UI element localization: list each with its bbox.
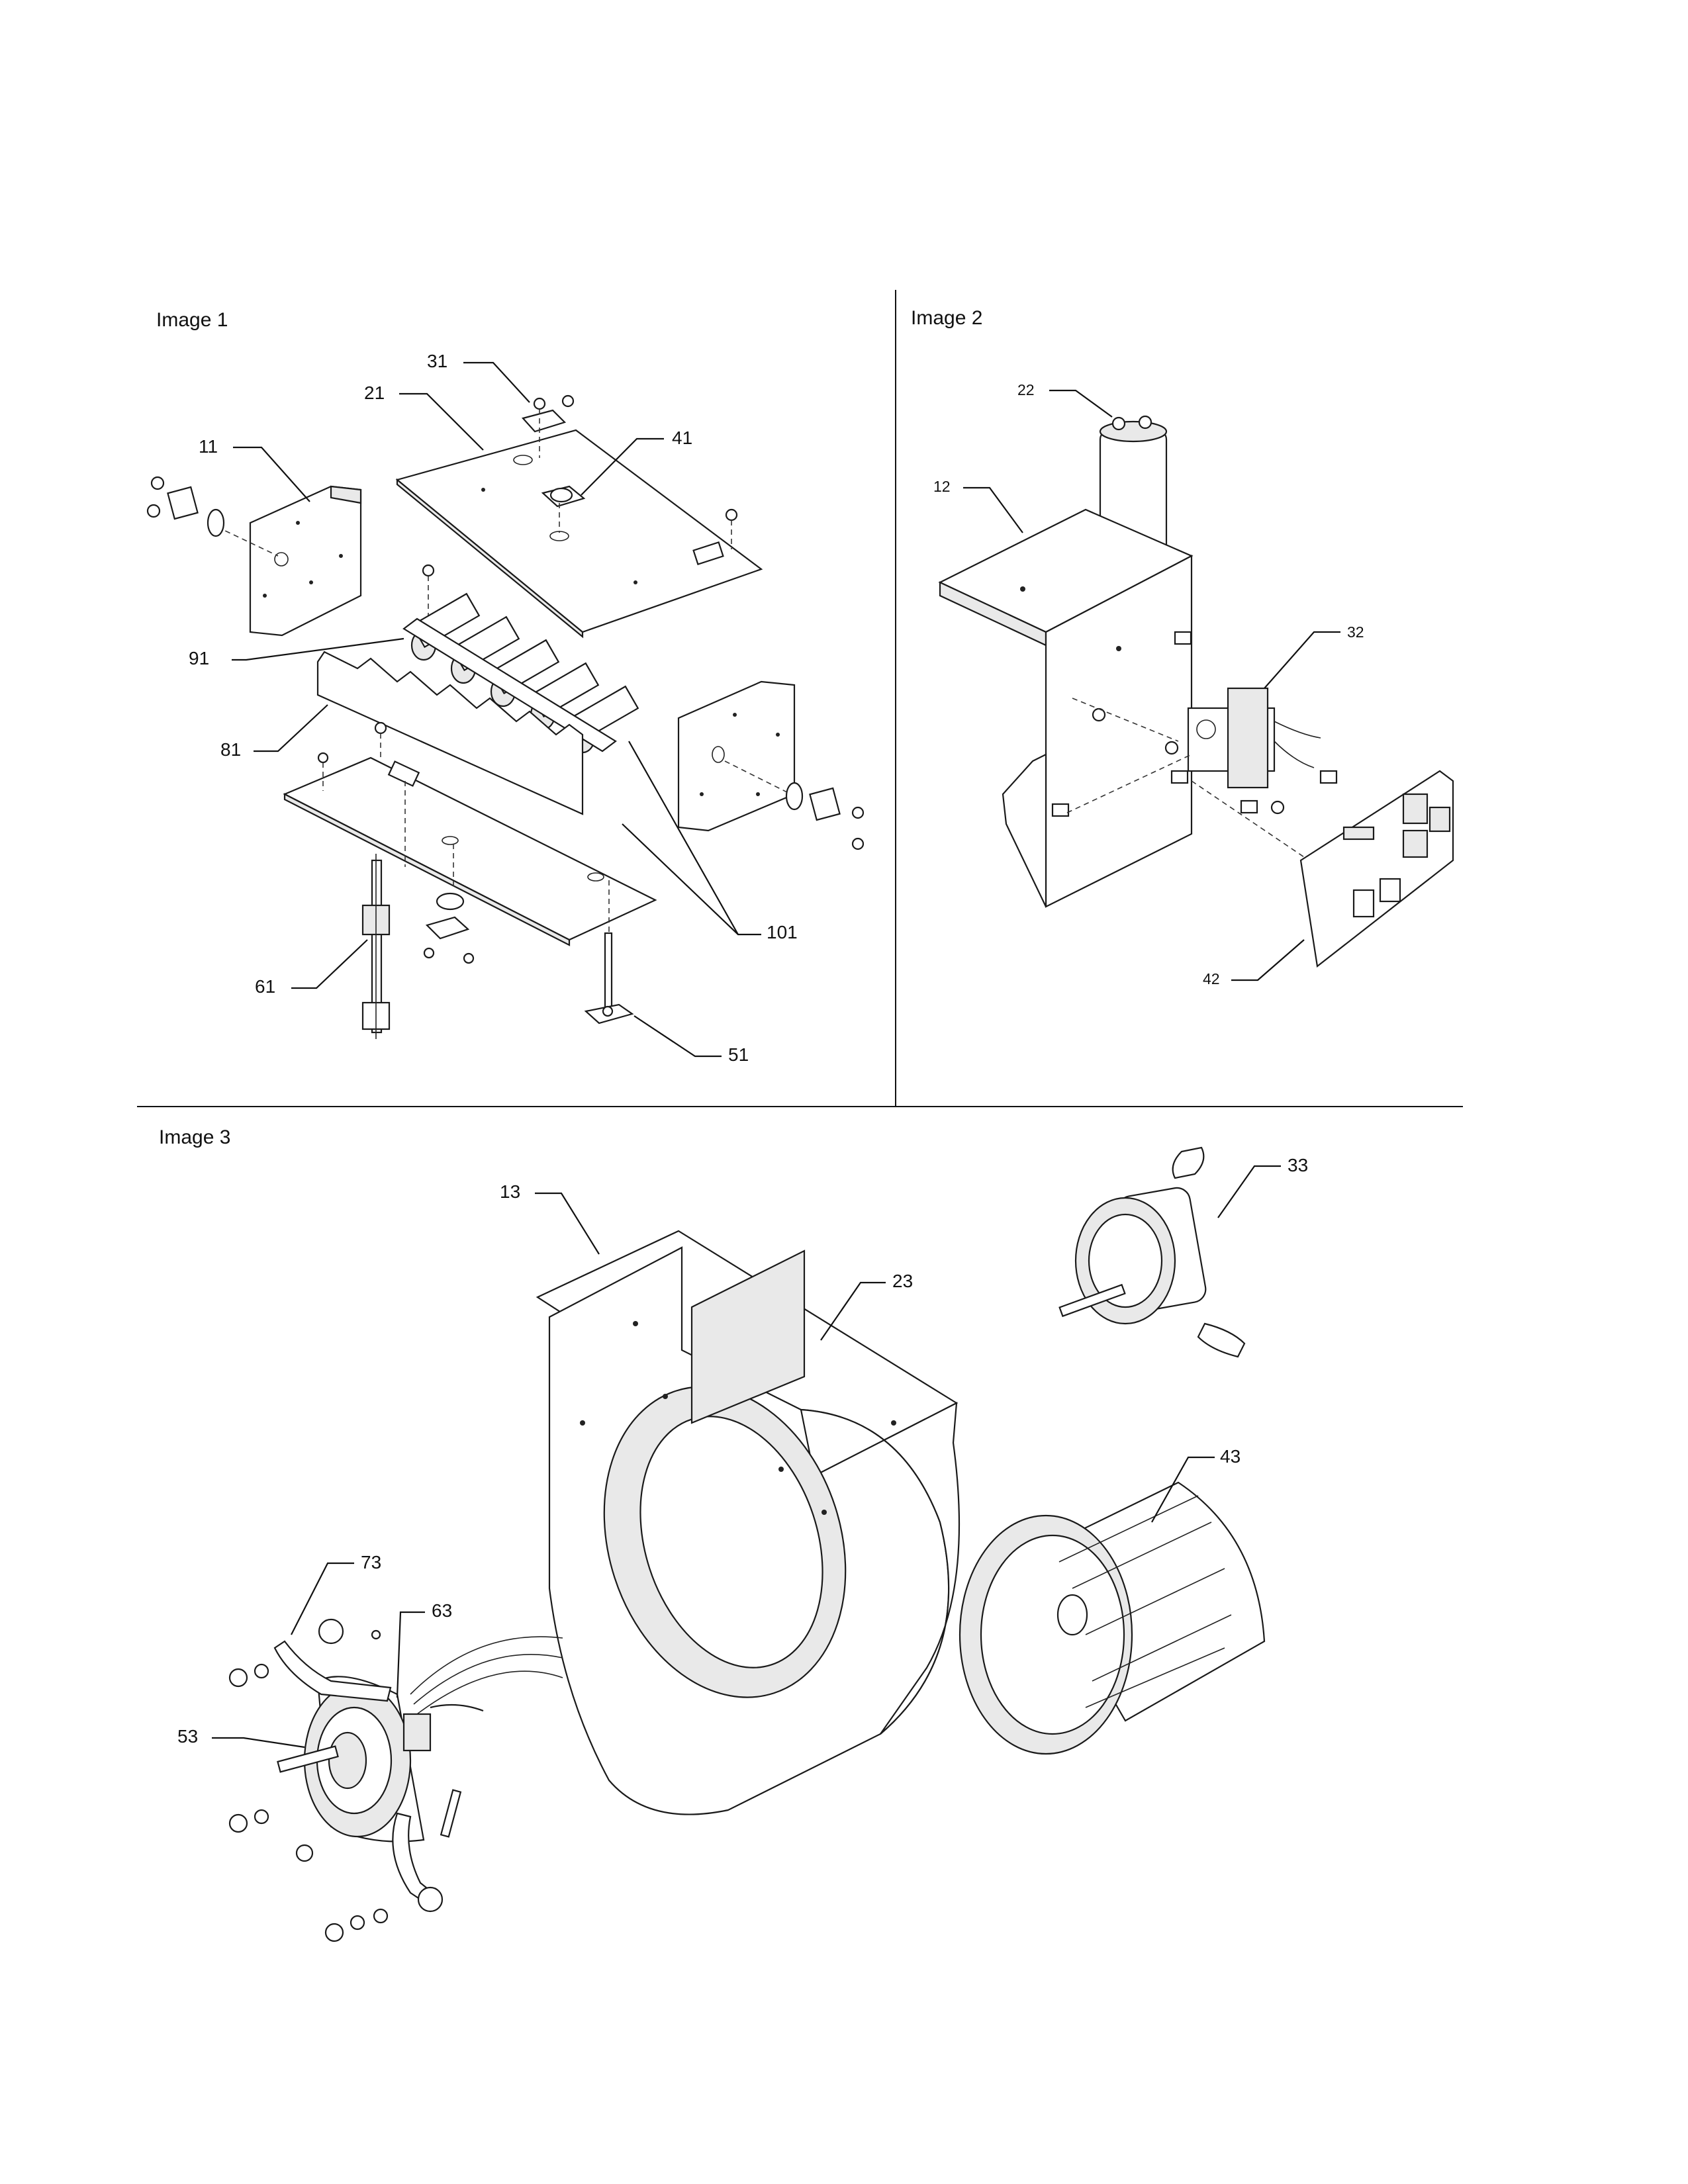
callout-22: 22 — [1017, 381, 1035, 398]
image-1-heater-assembly: 31 21 41 11 91 81 101 61 51 — [146, 351, 865, 1065]
callout-42: 42 — [1203, 970, 1220, 987]
sequencer — [361, 854, 391, 1039]
blower-wheel — [959, 1481, 1266, 1755]
bottom-plate — [283, 721, 657, 973]
callout-51: 51 — [728, 1044, 749, 1065]
blower-motor-small — [1058, 1146, 1246, 1358]
callout-23: 23 — [892, 1271, 913, 1291]
callout-91: 91 — [189, 648, 209, 668]
callout-81: 81 — [220, 739, 241, 760]
callout-61: 61 — [255, 976, 275, 997]
panel-title-image-2: Image 2 — [911, 307, 982, 329]
image-3-blower-assembly: 13 23 33 43 73 63 53 — [177, 1146, 1308, 1942]
callout-31: 31 — [427, 351, 447, 371]
callout-53: 53 — [177, 1726, 198, 1747]
blower-housing — [536, 1230, 961, 1815]
callout-73: 73 — [361, 1552, 381, 1572]
callouts-image-2: 22 12 32 42 — [933, 381, 1364, 987]
callout-33: 33 — [1288, 1155, 1308, 1175]
image-2-control-box: 22 12 32 42 — [933, 381, 1454, 987]
element-support-bracket — [316, 651, 584, 815]
callout-12: 12 — [933, 478, 951, 495]
fuse-link — [584, 932, 634, 1024]
callout-13: 13 — [500, 1181, 520, 1202]
callouts-image-1: 31 21 41 11 91 81 101 61 51 — [189, 351, 798, 1065]
panel-title-image-1: Image 1 — [156, 309, 228, 331]
control-bracket — [938, 508, 1194, 908]
callout-63: 63 — [432, 1600, 452, 1621]
top-plate — [395, 394, 763, 639]
left-end-bracket — [146, 476, 362, 637]
right-end-bracket — [677, 680, 865, 850]
callout-101: 101 — [767, 922, 798, 942]
blower-motor-assembly — [228, 1618, 563, 1942]
callouts-image-3: 13 23 33 43 73 63 53 — [177, 1155, 1308, 1749]
callout-43: 43 — [1220, 1446, 1241, 1467]
callout-21: 21 — [364, 383, 385, 403]
transformer — [1187, 687, 1321, 789]
callout-41: 41 — [672, 428, 692, 448]
panel-title-image-3: Image 3 — [159, 1126, 230, 1148]
mounting-clips — [1051, 631, 1338, 858]
callout-11: 11 — [199, 436, 218, 457]
control-board — [1299, 770, 1454, 968]
callout-32: 32 — [1347, 623, 1364, 641]
